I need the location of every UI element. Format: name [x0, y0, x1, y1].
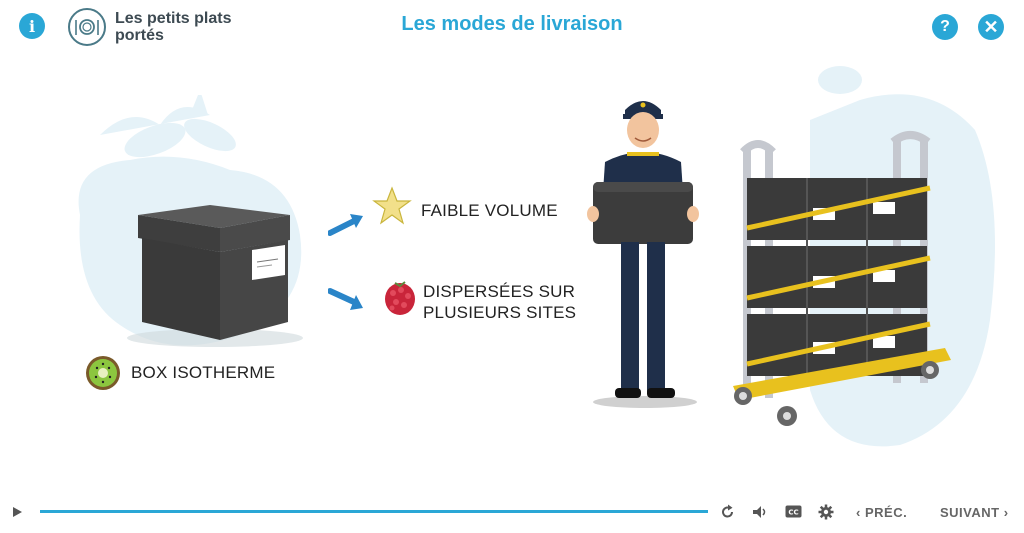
brand-line-2: portés	[115, 27, 164, 44]
info-icon: i	[28, 16, 36, 36]
feature-dispersed-line-1: DISPERSÉES SUR	[423, 282, 576, 301]
play-icon	[13, 507, 22, 517]
starfruit-icon	[372, 186, 412, 225]
captions-button[interactable]: CC	[785, 505, 802, 523]
box-isotherme-label: BOX ISOTHERME	[131, 363, 276, 382]
brand-logo	[68, 8, 106, 46]
info-button[interactable]: i	[19, 13, 45, 39]
volume-button[interactable]	[752, 505, 768, 524]
delivery-person-image	[587, 101, 699, 408]
replay-icon	[722, 504, 734, 518]
close-button[interactable]: ✕	[978, 14, 1004, 40]
chevron-right-icon: ›	[1003, 505, 1009, 520]
gear-icon	[818, 504, 834, 520]
arrow-down-right-icon	[328, 288, 363, 310]
settings-button[interactable]	[818, 504, 834, 525]
feature-low-volume: FAIBLE VOLUME	[421, 201, 558, 220]
kiwi-icon	[86, 356, 120, 390]
volume-icon	[753, 506, 766, 518]
brand-name: Les petits plats portés	[115, 10, 231, 44]
close-icon: ✕	[983, 16, 999, 37]
raspberry-icon	[385, 281, 415, 315]
closed-captions-icon: CC	[785, 505, 802, 518]
previous-label: PRÉC.	[864, 505, 908, 520]
delivery-trolley-image	[733, 131, 951, 426]
play-button[interactable]	[10, 505, 24, 524]
feature-dispersed-line-2: PLUSIEURS SITES	[423, 303, 577, 322]
svg-text:CC: CC	[788, 509, 798, 517]
plate-icon	[75, 19, 99, 35]
progress-track[interactable]	[40, 510, 708, 513]
chevron-left-icon: ‹	[856, 505, 861, 520]
next-label: SUIVANT	[940, 505, 1000, 520]
feature-dispersed-sites: DISPERSÉES SUR PLUSIEURS SITES	[423, 281, 576, 323]
question-icon: ?	[940, 18, 950, 35]
progress-fill	[40, 510, 708, 513]
replay-button[interactable]	[720, 504, 736, 525]
arrow-up-right-icon	[328, 214, 363, 236]
next-button[interactable]: SUIVANT ›	[940, 505, 1009, 520]
brand-line-1: Les petits plats	[115, 10, 232, 27]
help-button[interactable]: ?	[932, 14, 958, 40]
page-title: Les modes de livraison	[401, 13, 623, 35]
previous-button[interactable]: ‹ PRÉC.	[856, 505, 907, 520]
isothermal-box-image	[127, 205, 303, 347]
